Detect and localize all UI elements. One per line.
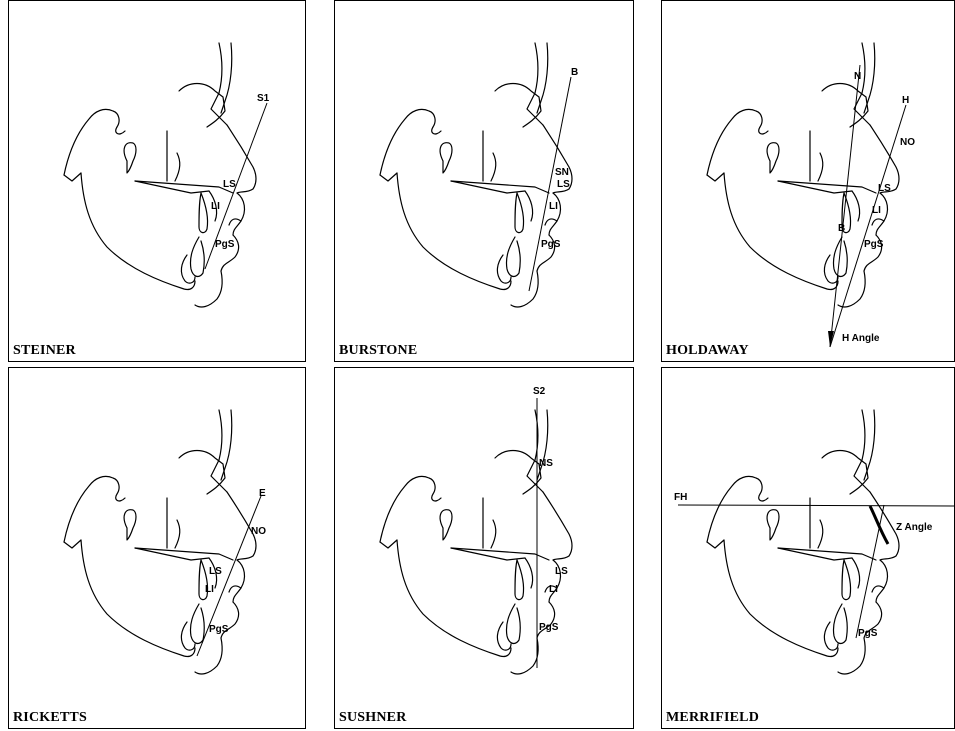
z-angle-arc (870, 506, 888, 544)
li-label: LI (211, 201, 220, 212)
ls-label: LS (878, 183, 891, 194)
no-label: NO (251, 526, 266, 537)
merrifield-diagram: FH Z Angle PgS (662, 368, 955, 729)
sn-label: SN (555, 167, 569, 178)
panel-holdaway: N H NO LS LI B PgS H Angle HOLDAWAY (661, 0, 955, 362)
pgs-label: PgS (541, 239, 561, 250)
s2-label: S2 (533, 386, 546, 397)
burstone-diagram: B SN LS LI PgS (335, 1, 634, 362)
pgs-label: PgS (864, 239, 884, 250)
panel-burstone: B SN LS LI PgS BURSTONE (334, 0, 634, 362)
li-label: LI (549, 584, 558, 595)
li-label: LI (872, 205, 881, 216)
panel-ricketts: E NO LS LI PgS RICKETTS (8, 367, 306, 729)
panel-title: STEINER (13, 343, 76, 359)
pgs-label: PgS (215, 239, 235, 250)
no-label: NO (900, 137, 915, 148)
holdaway-diagram: N H NO LS LI B PgS H Angle (662, 1, 955, 362)
panel-title: BURSTONE (339, 343, 417, 359)
ls-label: LS (209, 566, 222, 577)
panel-title: HOLDAWAY (666, 343, 749, 359)
b-point-label: B (838, 223, 845, 234)
sushner-diagram: S2 NS LS LI PgS (335, 368, 634, 729)
z-angle-label: Z Angle (896, 522, 933, 533)
h-angle-label: H Angle (842, 333, 880, 344)
n-b-line (830, 65, 860, 347)
e-label: E (259, 488, 266, 499)
panel-sushner: S2 NS LS LI PgS SUSHNER (334, 367, 634, 729)
ricketts-diagram: E NO LS LI PgS (9, 368, 306, 729)
steiner-diagram: S1 LS LI PgS (9, 1, 306, 362)
ls-label: LS (557, 179, 570, 190)
h-label: H (902, 95, 909, 106)
ls-label: LS (223, 179, 236, 190)
fh-label: FH (674, 492, 687, 503)
b-label: B (571, 67, 578, 78)
panel-title: MERRIFIELD (666, 710, 759, 726)
pgs-label: PgS (858, 628, 878, 639)
panel-title: SUSHNER (339, 710, 407, 726)
panel-steiner: S1 LS LI PgS STEINER (8, 0, 306, 362)
panel-title: RICKETTS (13, 710, 87, 726)
n-label: N (854, 71, 861, 82)
pgs-label: PgS (539, 622, 559, 633)
ls-label: LS (555, 566, 568, 577)
panel-merrifield: FH Z Angle PgS MERRIFIELD (661, 367, 955, 729)
s1-label: S1 (257, 93, 270, 104)
li-label: LI (205, 584, 214, 595)
ns-label: NS (539, 458, 553, 469)
li-label: LI (549, 201, 558, 212)
pgs-label: PgS (209, 624, 229, 635)
